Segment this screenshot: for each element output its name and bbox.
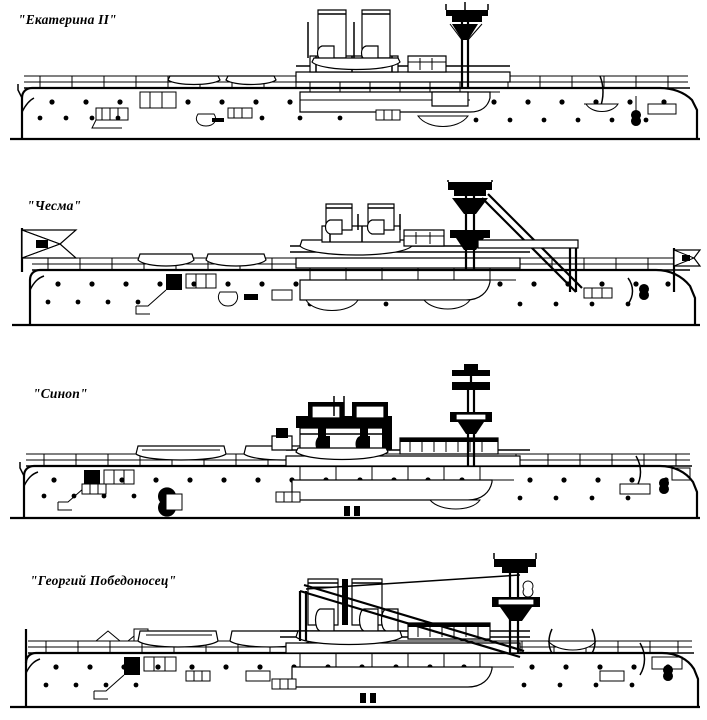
ship-label-chesma: "Чесма" <box>27 198 82 213</box>
ship-label-sinop: "Синоп" <box>33 386 88 401</box>
ship-label-georgiy: "Георгий Победоносец" <box>30 573 177 588</box>
ship-drawing-georgiy <box>0 545 707 720</box>
ship-drawing-sinop <box>0 360 707 535</box>
ship-label-ekaterina: "Екатерина II" <box>18 12 117 27</box>
ship-drawing-ekaterina <box>0 0 707 160</box>
ship-drawing-chesma <box>0 180 707 345</box>
